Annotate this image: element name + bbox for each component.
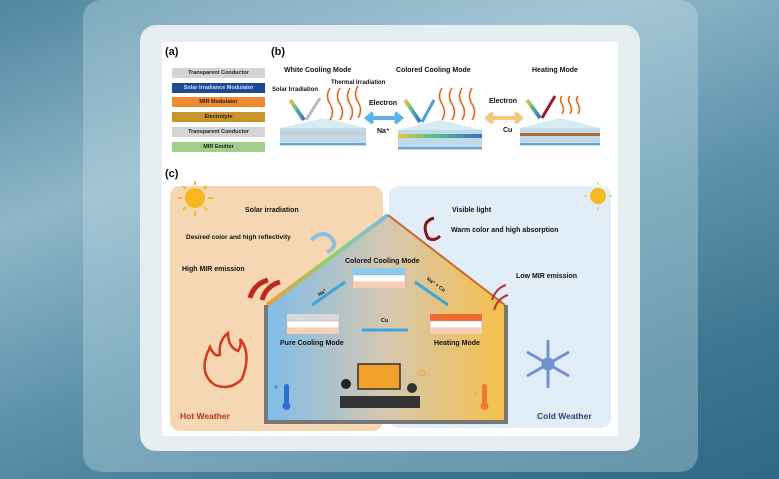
device-white	[280, 85, 366, 146]
pure-cooling-mode-text: Pure Cooling Mode	[280, 340, 344, 347]
sun-icon-right	[584, 182, 612, 210]
absorb-arrow	[423, 216, 442, 242]
solar-irradiation-text: Solar irradiation	[245, 207, 299, 214]
svg-text:*: *	[274, 384, 278, 395]
white-cooling-title: White Cooling Mode	[284, 67, 352, 74]
meeting-illustration	[340, 363, 426, 408]
sun-icon-left	[178, 181, 213, 216]
high-mir-arrows	[247, 277, 281, 301]
layer-transparent-conductor-bottom: Transparent Conductor	[172, 127, 265, 137]
snowflake-icon	[526, 340, 570, 388]
desired-color-text: Desired color and high reflectivity	[186, 234, 291, 241]
panel-c-label: (c)	[165, 168, 179, 180]
svg-text:↑: ↑	[473, 388, 478, 398]
cold-weather-text: Cold Weather	[537, 411, 592, 421]
thermal-irradiation-label: Thermal Irradiation	[331, 80, 386, 86]
hot-weather-text: Hot Weather	[180, 411, 230, 421]
heating-mode-text: Heating Mode	[434, 340, 480, 347]
house	[267, 215, 505, 420]
pure-card	[286, 314, 340, 334]
cu-arrow	[483, 111, 525, 125]
colored-cooling-title: Colored Cooling Mode	[396, 67, 471, 74]
solar-irradiation-label: Solar Irradiation	[272, 87, 319, 93]
low-mir-arrows	[491, 284, 509, 311]
layer-electrolyte: Electrolyte	[172, 112, 265, 122]
layer-transparent-conductor-top: Transparent Conductor	[172, 68, 265, 78]
high-mir-text: High MIR emission	[182, 266, 245, 273]
panel-b-label: (b)	[271, 46, 286, 58]
colored-card	[352, 268, 406, 288]
cu-text: Cu	[381, 318, 389, 324]
reflect-arrow	[309, 232, 337, 254]
electron-label-1: Electron	[369, 100, 398, 107]
colored-cooling-mode-text: Colored Cooling Mode	[345, 258, 420, 265]
na-label: Na⁺	[377, 128, 390, 135]
layer-mir-emitter: MIR Emitter	[172, 142, 265, 152]
cu-label: Cu	[503, 127, 513, 134]
layer-solar-modulator: Solar Irradiance Modulator	[172, 83, 265, 93]
heating-title: Heating Mode	[532, 67, 578, 74]
thermometer-hot-icon: ↑	[473, 384, 489, 410]
device-colored	[398, 87, 482, 150]
panel-a-label: (a)	[165, 46, 179, 58]
warm-color-text: Warm color and high absorption	[451, 227, 559, 234]
heating-card	[429, 314, 483, 334]
low-mir-text: Low MIR emission	[516, 273, 578, 280]
fire-icon	[203, 330, 248, 389]
thermometer-cold-icon: *	[274, 384, 291, 410]
device-heating	[520, 95, 600, 146]
layer-mir-modulator: MIR Modulator	[172, 97, 265, 107]
electron-label-2: Electron	[489, 98, 518, 105]
na-arrow	[363, 111, 405, 125]
visible-light-text: Visible light	[452, 207, 492, 214]
